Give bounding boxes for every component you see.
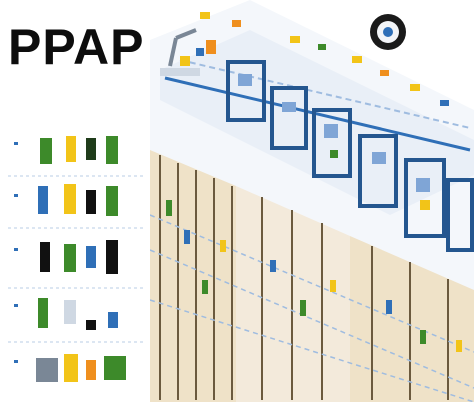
document-sheet [0, 120, 150, 402]
wheel-icon [370, 14, 406, 50]
frame-details [238, 74, 430, 210]
assembly-frames [226, 60, 474, 252]
robot-arm-icon [160, 28, 216, 76]
storage-racks [149, 150, 474, 402]
page-title: PPAP [8, 19, 145, 75]
